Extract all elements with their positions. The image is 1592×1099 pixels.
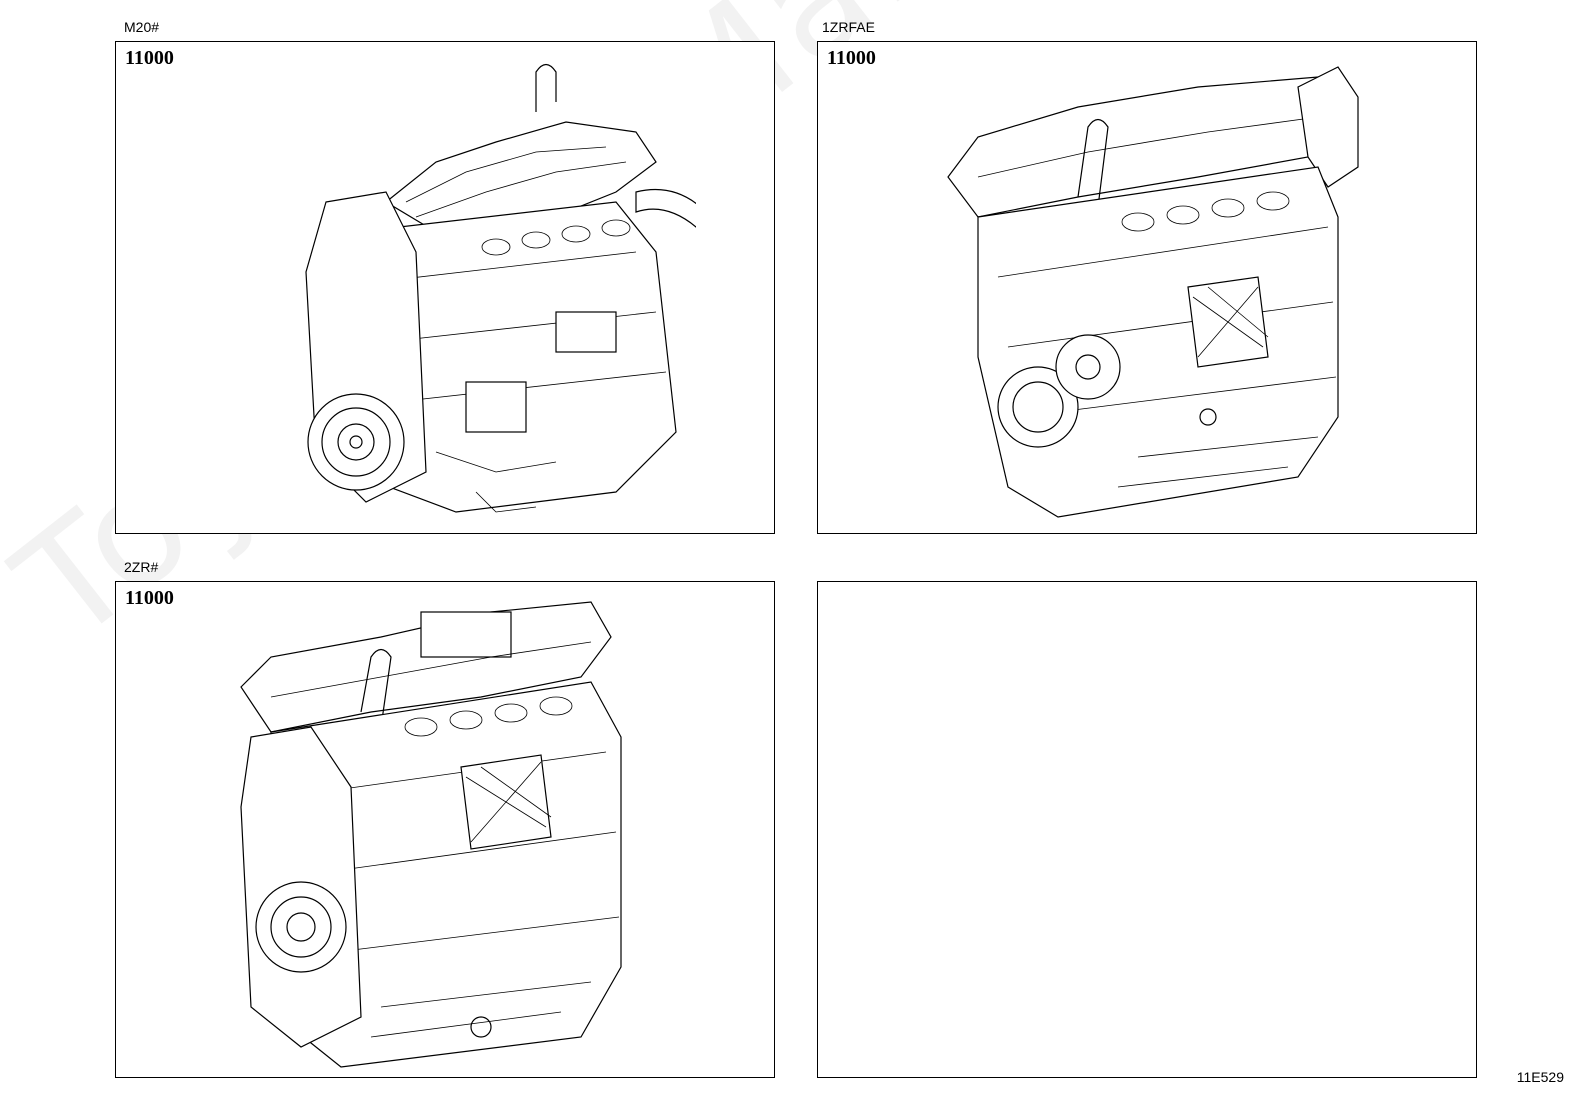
- engine-assembly-icon: [947, 66, 1359, 518]
- panel-engine-2zr[interactable]: 11000: [115, 581, 775, 1078]
- panel-1-caption: M20#: [124, 19, 160, 35]
- panel-empty: [817, 581, 1477, 1078]
- part-number-label[interactable]: 11000: [125, 47, 174, 69]
- engine-assembly-icon: [240, 601, 622, 1068]
- panel-3-caption: 2ZR#: [124, 559, 159, 575]
- part-number-label[interactable]: 11000: [827, 47, 876, 69]
- diagram-code: 11E529: [1516, 1069, 1564, 1085]
- panel-2-caption: 1ZRFAE: [822, 19, 875, 35]
- engine-assembly-icon: [305, 63, 696, 513]
- panel-engine-m20[interactable]: 11000: [115, 41, 775, 534]
- panel-engine-1zrfae[interactable]: 11000: [817, 41, 1477, 534]
- part-number-label[interactable]: 11000: [125, 587, 174, 609]
